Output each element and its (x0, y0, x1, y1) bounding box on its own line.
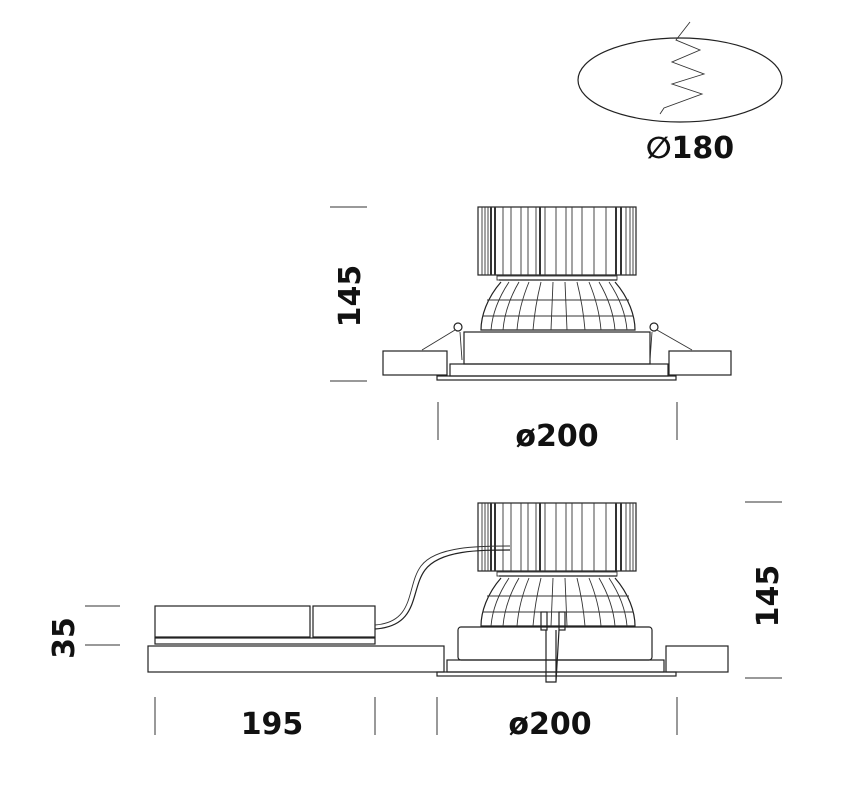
bottom-diameter-label: ø200 (508, 707, 591, 742)
top-height-label: 145 (333, 265, 368, 328)
luminaire-side-view (382, 206, 732, 381)
bottom-height-label: 145 (751, 565, 786, 628)
driver-box (154, 605, 311, 638)
driver-length-label: 195 (241, 707, 304, 742)
spring-clip-left (453, 322, 463, 332)
top-diameter-label: ø200 (515, 419, 598, 454)
cutout-diameter-label: ∅180 (646, 131, 734, 166)
top-dimension-lines (330, 206, 678, 440)
mounting-clip (545, 629, 560, 683)
cable (374, 549, 511, 630)
ceiling-section-left (382, 350, 448, 376)
cutout-symbol (577, 21, 783, 123)
ceiling-board-left (147, 645, 445, 673)
luminaire-with-driver-view (147, 502, 729, 683)
ceiling-section-right (668, 350, 732, 376)
ceiling-board-right (665, 645, 729, 673)
driver-terminal (312, 605, 376, 638)
bottom-dimension-lines (85, 501, 782, 735)
driver-height-label: 35 (47, 617, 82, 659)
spring-clip-right (649, 322, 659, 332)
